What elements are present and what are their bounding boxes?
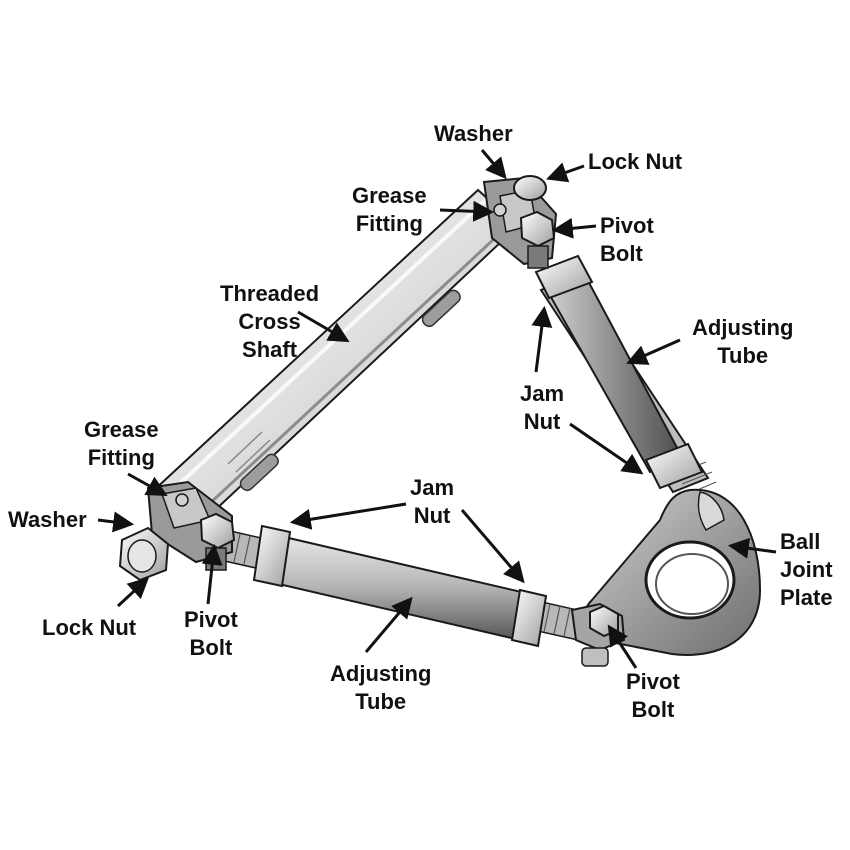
arrow-washer-left bbox=[97, 511, 135, 533]
arrow-jam-nut-bottom-right bbox=[460, 509, 525, 584]
label-washer-top: Washer bbox=[434, 121, 513, 146]
left-pivot-assembly bbox=[118, 480, 236, 582]
arrow-lock-nut-left bbox=[116, 577, 150, 608]
arrow-grease-fitting-top bbox=[439, 200, 495, 222]
label-adjusting-tube-bottom: Adjusting Tube bbox=[330, 661, 432, 714]
arrow-ball-joint-plate bbox=[727, 537, 777, 559]
label-adjusting-tube-right: Adjusting Tube bbox=[692, 315, 794, 368]
label-grease-fitting-left: Grease Fitting bbox=[84, 417, 159, 470]
arrow-adjusting-tube-bottom bbox=[364, 596, 413, 653]
label-jam-nut-right: Jam Nut bbox=[520, 381, 565, 434]
label-pivot-bolt-top: Pivot Bolt bbox=[600, 213, 654, 266]
arrow-pivot-bolt-right bbox=[607, 624, 638, 669]
label-pivot-bolt-right: Pivot Bolt bbox=[626, 669, 680, 722]
label-threaded-cross-shaft: Threaded Cross Shaft bbox=[220, 281, 320, 362]
arrow-pivot-bolt-top bbox=[551, 217, 597, 239]
arrow-jam-nut-right-down bbox=[569, 422, 644, 475]
arrow-jam-nut-bottom-left bbox=[289, 502, 407, 530]
arrow-washer-top bbox=[480, 149, 507, 180]
leader-arrows bbox=[97, 149, 777, 669]
top-pivot-assembly bbox=[482, 175, 558, 269]
arrow-lock-nut-top bbox=[546, 162, 585, 183]
label-jam-nut-bottom: Jam Nut bbox=[410, 475, 455, 528]
label-ball-joint-plate: Ball Joint Plate bbox=[780, 529, 833, 610]
label-washer-left: Washer bbox=[8, 507, 87, 532]
adjusting-tube-right bbox=[534, 254, 717, 495]
threaded-cross-shaft bbox=[150, 188, 520, 530]
arrow-pivot-bolt-left bbox=[201, 543, 223, 605]
arrow-jam-nut-right-up bbox=[531, 305, 553, 373]
arrow-threaded-cross-shaft bbox=[297, 310, 350, 343]
arrow-grease-fitting-left bbox=[127, 472, 168, 497]
arrow-adjusting-tube-right bbox=[626, 338, 681, 365]
ball-joint-plate bbox=[582, 488, 762, 656]
label-grease-fitting-top: Grease Fitting bbox=[352, 183, 427, 236]
label-pivot-bolt-left: Pivot Bolt bbox=[184, 607, 238, 660]
label-lock-nut-left: Lock Nut bbox=[42, 615, 137, 640]
adjusting-tube-bottom bbox=[219, 524, 587, 648]
label-lock-nut-top: Lock Nut bbox=[588, 149, 683, 174]
